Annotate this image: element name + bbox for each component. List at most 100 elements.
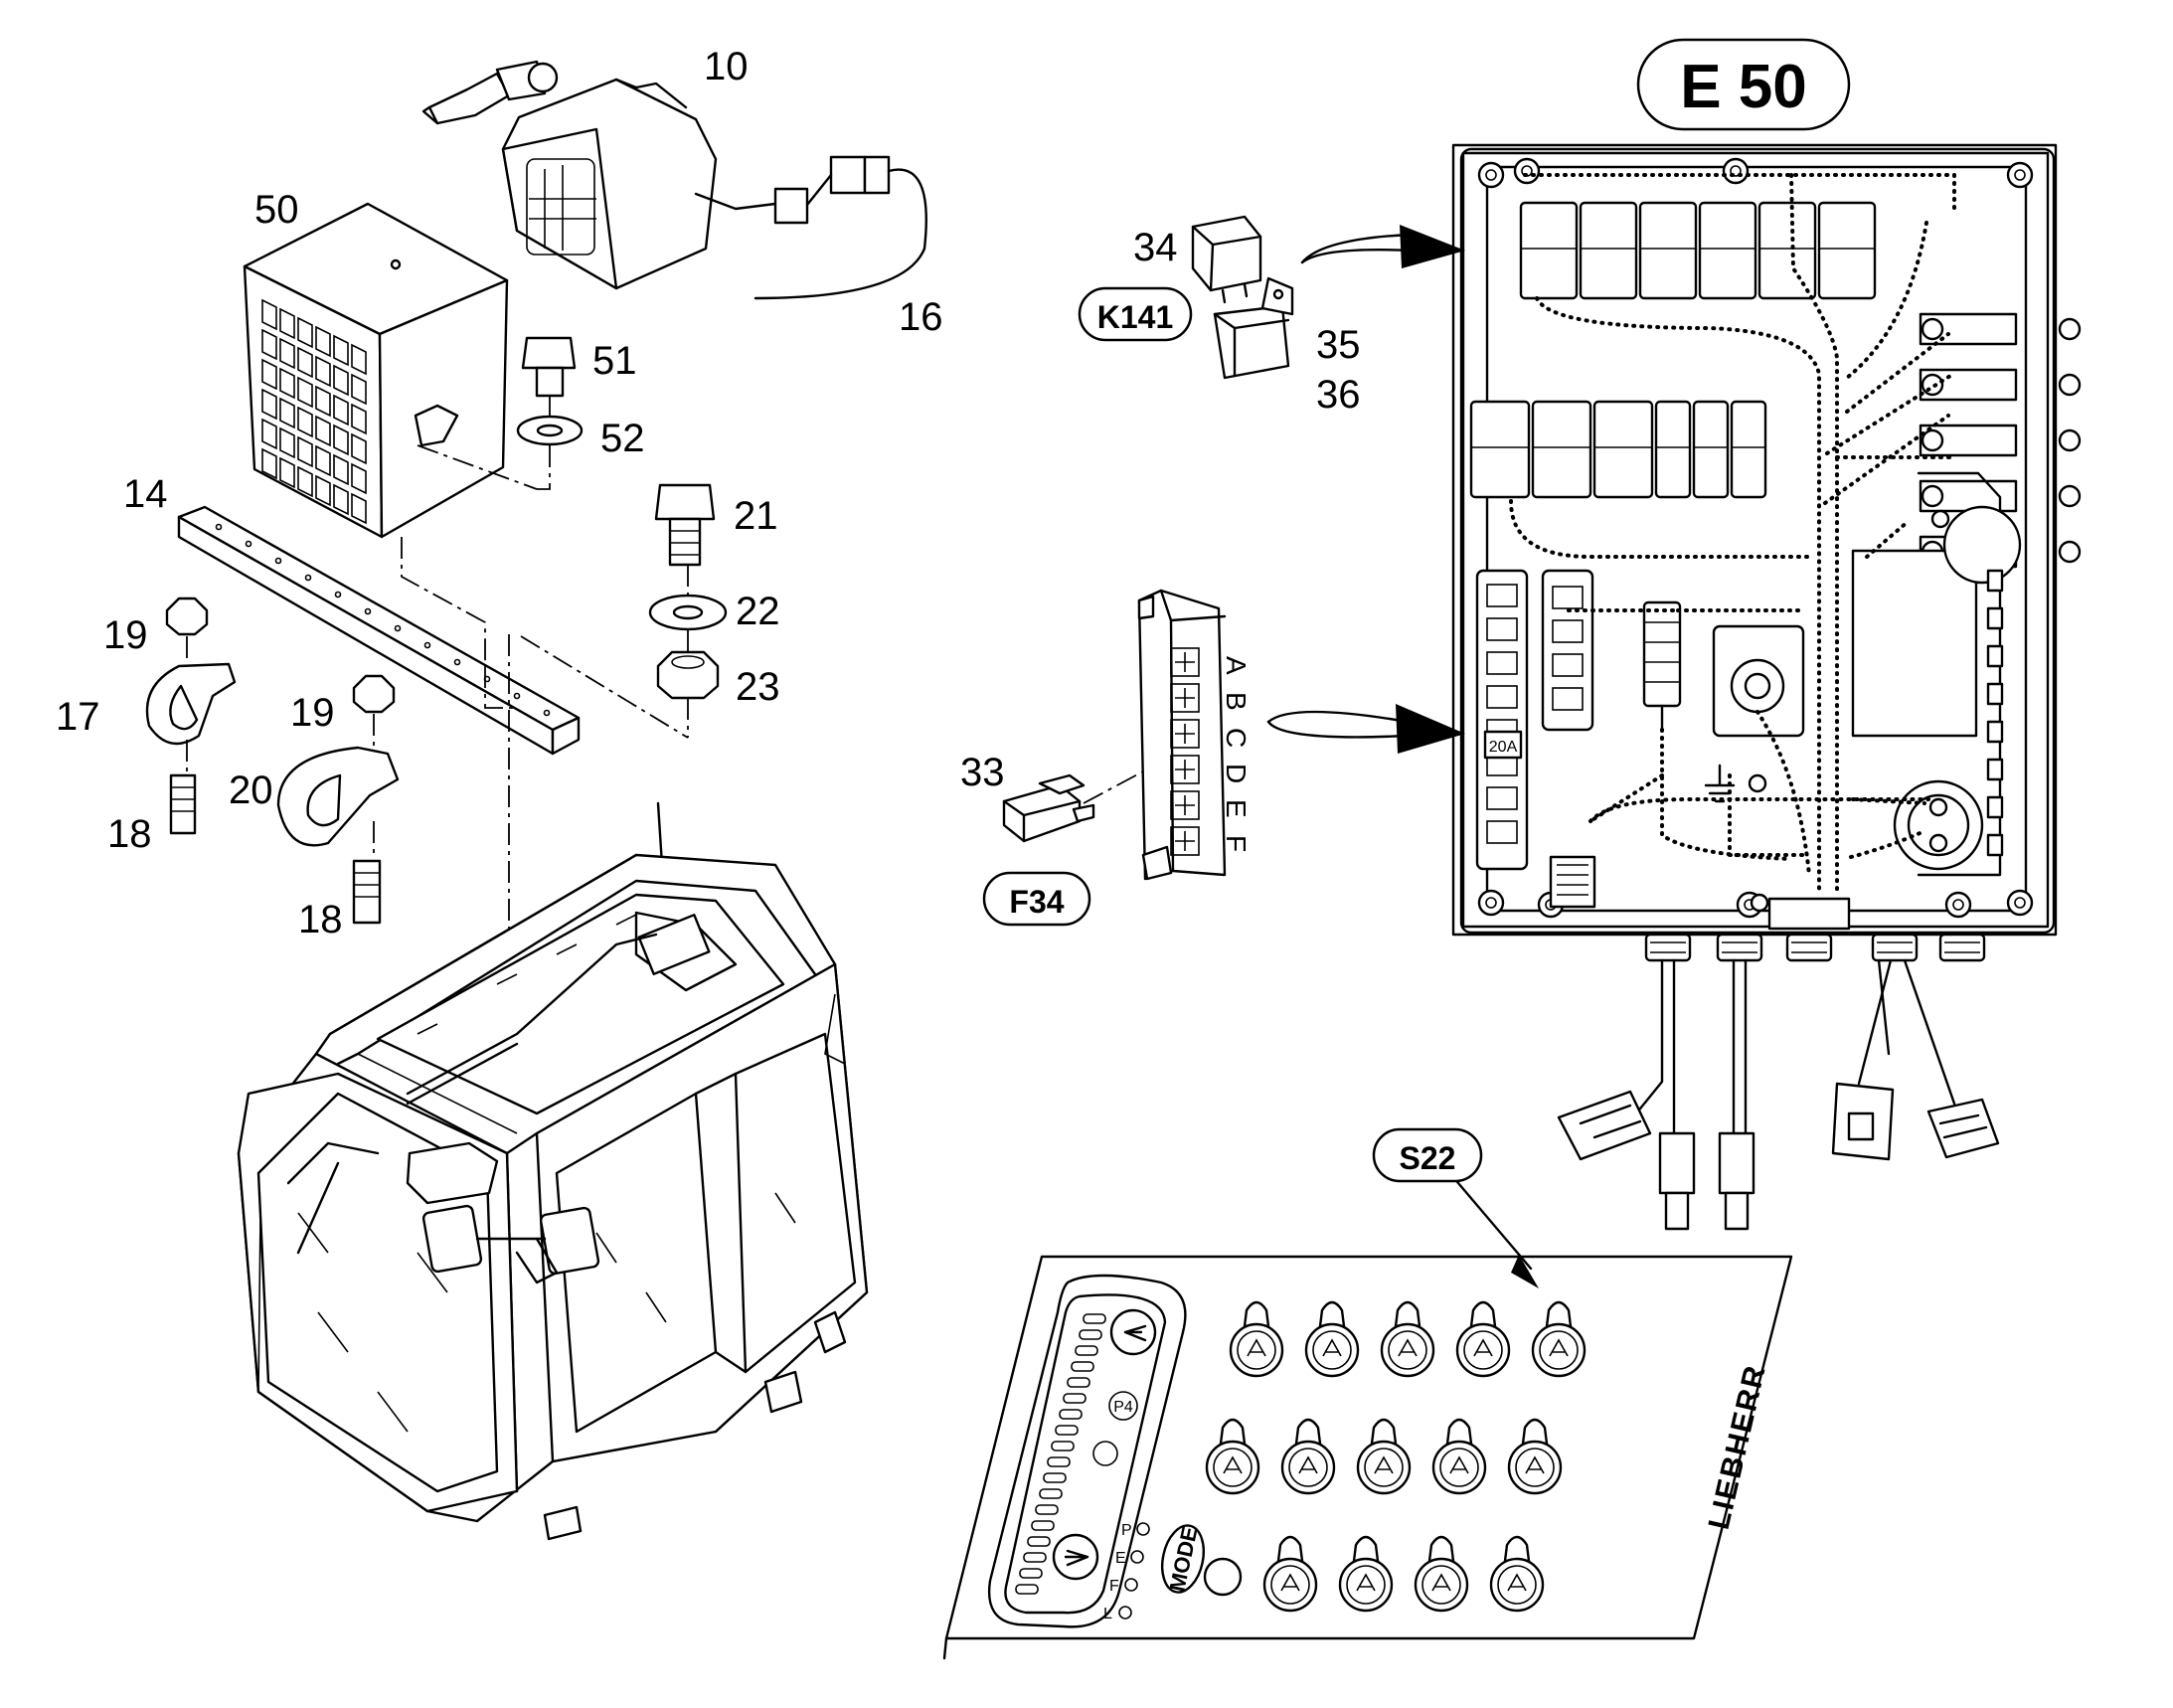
led-indicator <box>1083 1313 1106 1324</box>
panel-switch-symbol <box>1280 1573 1300 1592</box>
button-led <box>1370 1418 1398 1446</box>
arrow-to-fuse-icon <box>1266 704 1465 754</box>
relay-slot <box>1654 400 1692 499</box>
beam-hole <box>394 624 402 632</box>
led-indicator <box>1019 1568 1043 1579</box>
panel-switch-button <box>1203 1557 1243 1597</box>
guard-grid-cell <box>351 492 367 525</box>
button-led <box>1294 1418 1322 1446</box>
side-connector-screw <box>1921 373 1944 397</box>
panel-switch-ring <box>1213 1448 1253 1487</box>
fuse-cell <box>1552 619 1584 643</box>
gland-thread <box>1944 941 1980 953</box>
panel-switch-symbol <box>1507 1573 1527 1592</box>
beam-hole <box>543 709 551 717</box>
side-connector-screw <box>1921 428 1944 452</box>
panel-switch-ring <box>1439 1448 1479 1487</box>
f34-badge: F34 <box>982 871 1091 927</box>
guard-grid-cell <box>333 453 349 486</box>
panel-switch-symbol <box>1356 1573 1376 1592</box>
panel-switch-ring <box>1388 1330 1427 1370</box>
guard-grid-cell <box>261 328 277 361</box>
cable-gland <box>1644 933 1692 962</box>
fuse-slot <box>1175 831 1195 851</box>
panel-switch-symbol <box>1298 1455 1318 1474</box>
side-connector-screw <box>1921 484 1944 508</box>
terminal-tab <box>1986 795 2004 819</box>
cable-gland <box>1716 933 1763 962</box>
panel-switch-symbol <box>1549 1338 1569 1357</box>
fuse-cell <box>1486 786 1518 810</box>
button-led <box>1318 1300 1346 1328</box>
panel-switch-symbol <box>1322 1338 1342 1357</box>
part-18b-label: 18 <box>298 898 343 941</box>
box-screw-center <box>1730 165 1742 177</box>
guard-grid-cell <box>279 427 295 459</box>
clamp-17-icon <box>145 597 237 835</box>
fuse-slot-frame <box>1170 647 1200 677</box>
halogen-bulb-icon <box>421 60 559 125</box>
panel-switch-ring <box>1312 1330 1352 1370</box>
side-gland <box>2058 484 2082 508</box>
panel-switch-symbol <box>1431 1573 1451 1592</box>
beam-hole <box>245 540 252 548</box>
guard-grid-cell <box>315 325 331 358</box>
beam-hole <box>334 591 342 598</box>
fuse-slot <box>1175 688 1195 708</box>
fuse-cell <box>1486 617 1518 641</box>
p4-label: P4 <box>1113 1399 1133 1416</box>
side-gland <box>2058 373 2082 397</box>
guard-grid-cell <box>315 355 331 388</box>
guard-grid-cell <box>297 435 313 468</box>
guard-grid-cell <box>261 298 277 331</box>
mode-knob <box>1160 1524 1206 1594</box>
part-labels: 10 16 50 51 52 14 21 22 23 19 17 18 19 2… <box>56 45 1361 941</box>
terminal-tab <box>1986 606 2004 630</box>
button-led <box>1243 1300 1270 1328</box>
guard-grid-cell <box>279 307 295 340</box>
fuse-slot <box>1175 795 1195 815</box>
guard-grid-cell <box>297 376 313 409</box>
led-indicator <box>1071 1361 1094 1372</box>
panel-switch-ring <box>1463 1330 1503 1370</box>
guard-grid-cell <box>297 465 313 498</box>
fuse-cell <box>1486 820 1518 844</box>
led-indicator <box>1015 1584 1039 1595</box>
guard-grid-cell <box>351 403 367 435</box>
guard-grid-cell <box>333 334 349 367</box>
guard-grid-cell <box>333 394 349 427</box>
part-19b-label: 19 <box>290 691 335 735</box>
part-21-label: 21 <box>734 494 778 538</box>
box-screw <box>1477 161 1505 189</box>
mode-position-l: L <box>1103 1606 1112 1623</box>
panel-switch-ring <box>1497 1565 1537 1605</box>
relay-slot <box>1757 201 1817 300</box>
led-indicator <box>1059 1409 1083 1420</box>
guard-grid-cell <box>333 424 349 456</box>
box-screw <box>2006 161 2034 189</box>
terminal-tab <box>1986 569 2004 593</box>
terminal-tab <box>1986 833 2004 857</box>
mode-position-p: P <box>1121 1522 1132 1539</box>
guard-grid-cell <box>315 444 331 477</box>
s22-label: S22 <box>1400 1140 1456 1176</box>
button-led <box>1469 1300 1497 1328</box>
blade-fuse-icon <box>1002 773 1095 843</box>
gland-thread <box>1650 941 1686 953</box>
guard-grid-cell <box>279 456 295 489</box>
part-34-label: 34 <box>1133 226 1178 269</box>
panel-switch-button <box>1205 1440 1260 1495</box>
panel-switch-button <box>1414 1557 1469 1613</box>
panel-switch-symbol <box>1223 1455 1243 1474</box>
guard-grid-cell <box>279 397 295 429</box>
part-33-label: 33 <box>960 751 1005 794</box>
guard-grid-cell <box>315 474 331 507</box>
panel-switch-button <box>1507 1440 1563 1495</box>
panel-switch-button <box>1262 1557 1318 1613</box>
fuse-slot-frame <box>1170 826 1200 856</box>
part-20-label: 20 <box>229 769 273 812</box>
box-screw <box>1477 889 1505 917</box>
part-36-label: 36 <box>1316 373 1361 417</box>
part-10-label: 10 <box>704 45 749 88</box>
